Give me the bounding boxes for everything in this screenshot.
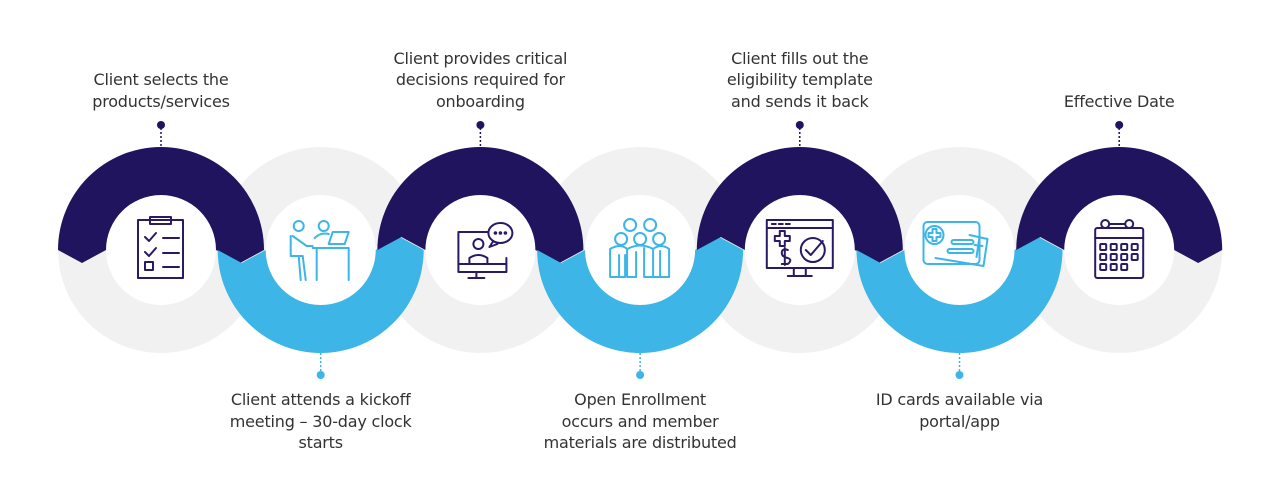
step-label-7: Effective Date	[999, 91, 1239, 113]
step-arc-6	[856, 237, 1063, 353]
label-line: products/services	[92, 91, 230, 111]
connector-dot	[1115, 121, 1124, 129]
calendar-icon	[1094, 219, 1145, 279]
icon-circle	[1064, 195, 1174, 305]
label-line: Client fills out the	[731, 48, 869, 68]
step-label-3: Client provides critical decisions requir…	[360, 48, 600, 113]
clipboard-checklist-icon	[137, 216, 184, 279]
step-arc-7	[1016, 147, 1223, 263]
video-call-monitor-icon	[457, 222, 514, 279]
label-line: Client attends a kickoff	[230, 390, 411, 409]
id-cards-icon	[922, 221, 989, 267]
label-line: decisions required for	[395, 70, 565, 89]
label-line: Client provides critical	[393, 48, 568, 68]
label-line: occurs and member	[561, 411, 719, 431]
icon-circle	[106, 195, 216, 305]
label-line: portal/app	[919, 411, 1000, 431]
label-line: Open Enrollment	[574, 390, 706, 409]
icon-circle	[585, 195, 695, 305]
connector-dot	[955, 371, 964, 379]
step-arc-4	[537, 237, 744, 353]
step-arc-1	[58, 147, 264, 263]
label-line: materials are distributed	[543, 433, 737, 452]
step-label-2: Client attends a kickoff meeting – 30-day…	[201, 389, 441, 454]
meeting-desk-icon	[289, 220, 350, 281]
label-line: onboarding	[435, 91, 525, 111]
label-line: Effective Date	[1063, 91, 1175, 111]
icon-circle	[266, 195, 376, 305]
step-label-6: ID cards available via portal/app	[840, 389, 1080, 432]
label-line: meeting – 30-day clock	[229, 411, 412, 431]
step-label-4: Open Enrollment occurs and member material…	[520, 389, 760, 454]
step-arc-3	[377, 147, 584, 263]
step-arc-5	[696, 147, 903, 263]
label-line: starts	[298, 433, 343, 452]
connector-dot	[316, 371, 325, 379]
eligibility-monitor-icon	[765, 219, 834, 277]
icon-circle	[425, 195, 535, 305]
label-line: ID cards available via	[875, 390, 1044, 409]
connector-dot	[636, 371, 645, 379]
step-label-1: Client selects the products/services	[41, 69, 281, 112]
connector-dot	[157, 121, 165, 129]
label-line: eligibility template	[726, 70, 873, 89]
group-people-icon	[609, 218, 671, 278]
label-line: Client selects the	[93, 70, 229, 89]
label-line: and sends it back	[731, 91, 869, 111]
connector-dot	[476, 121, 485, 129]
connector-dot	[795, 121, 804, 129]
step-arc-2	[217, 237, 424, 353]
step-label-5: Client fills out the eligibility template…	[680, 48, 920, 113]
